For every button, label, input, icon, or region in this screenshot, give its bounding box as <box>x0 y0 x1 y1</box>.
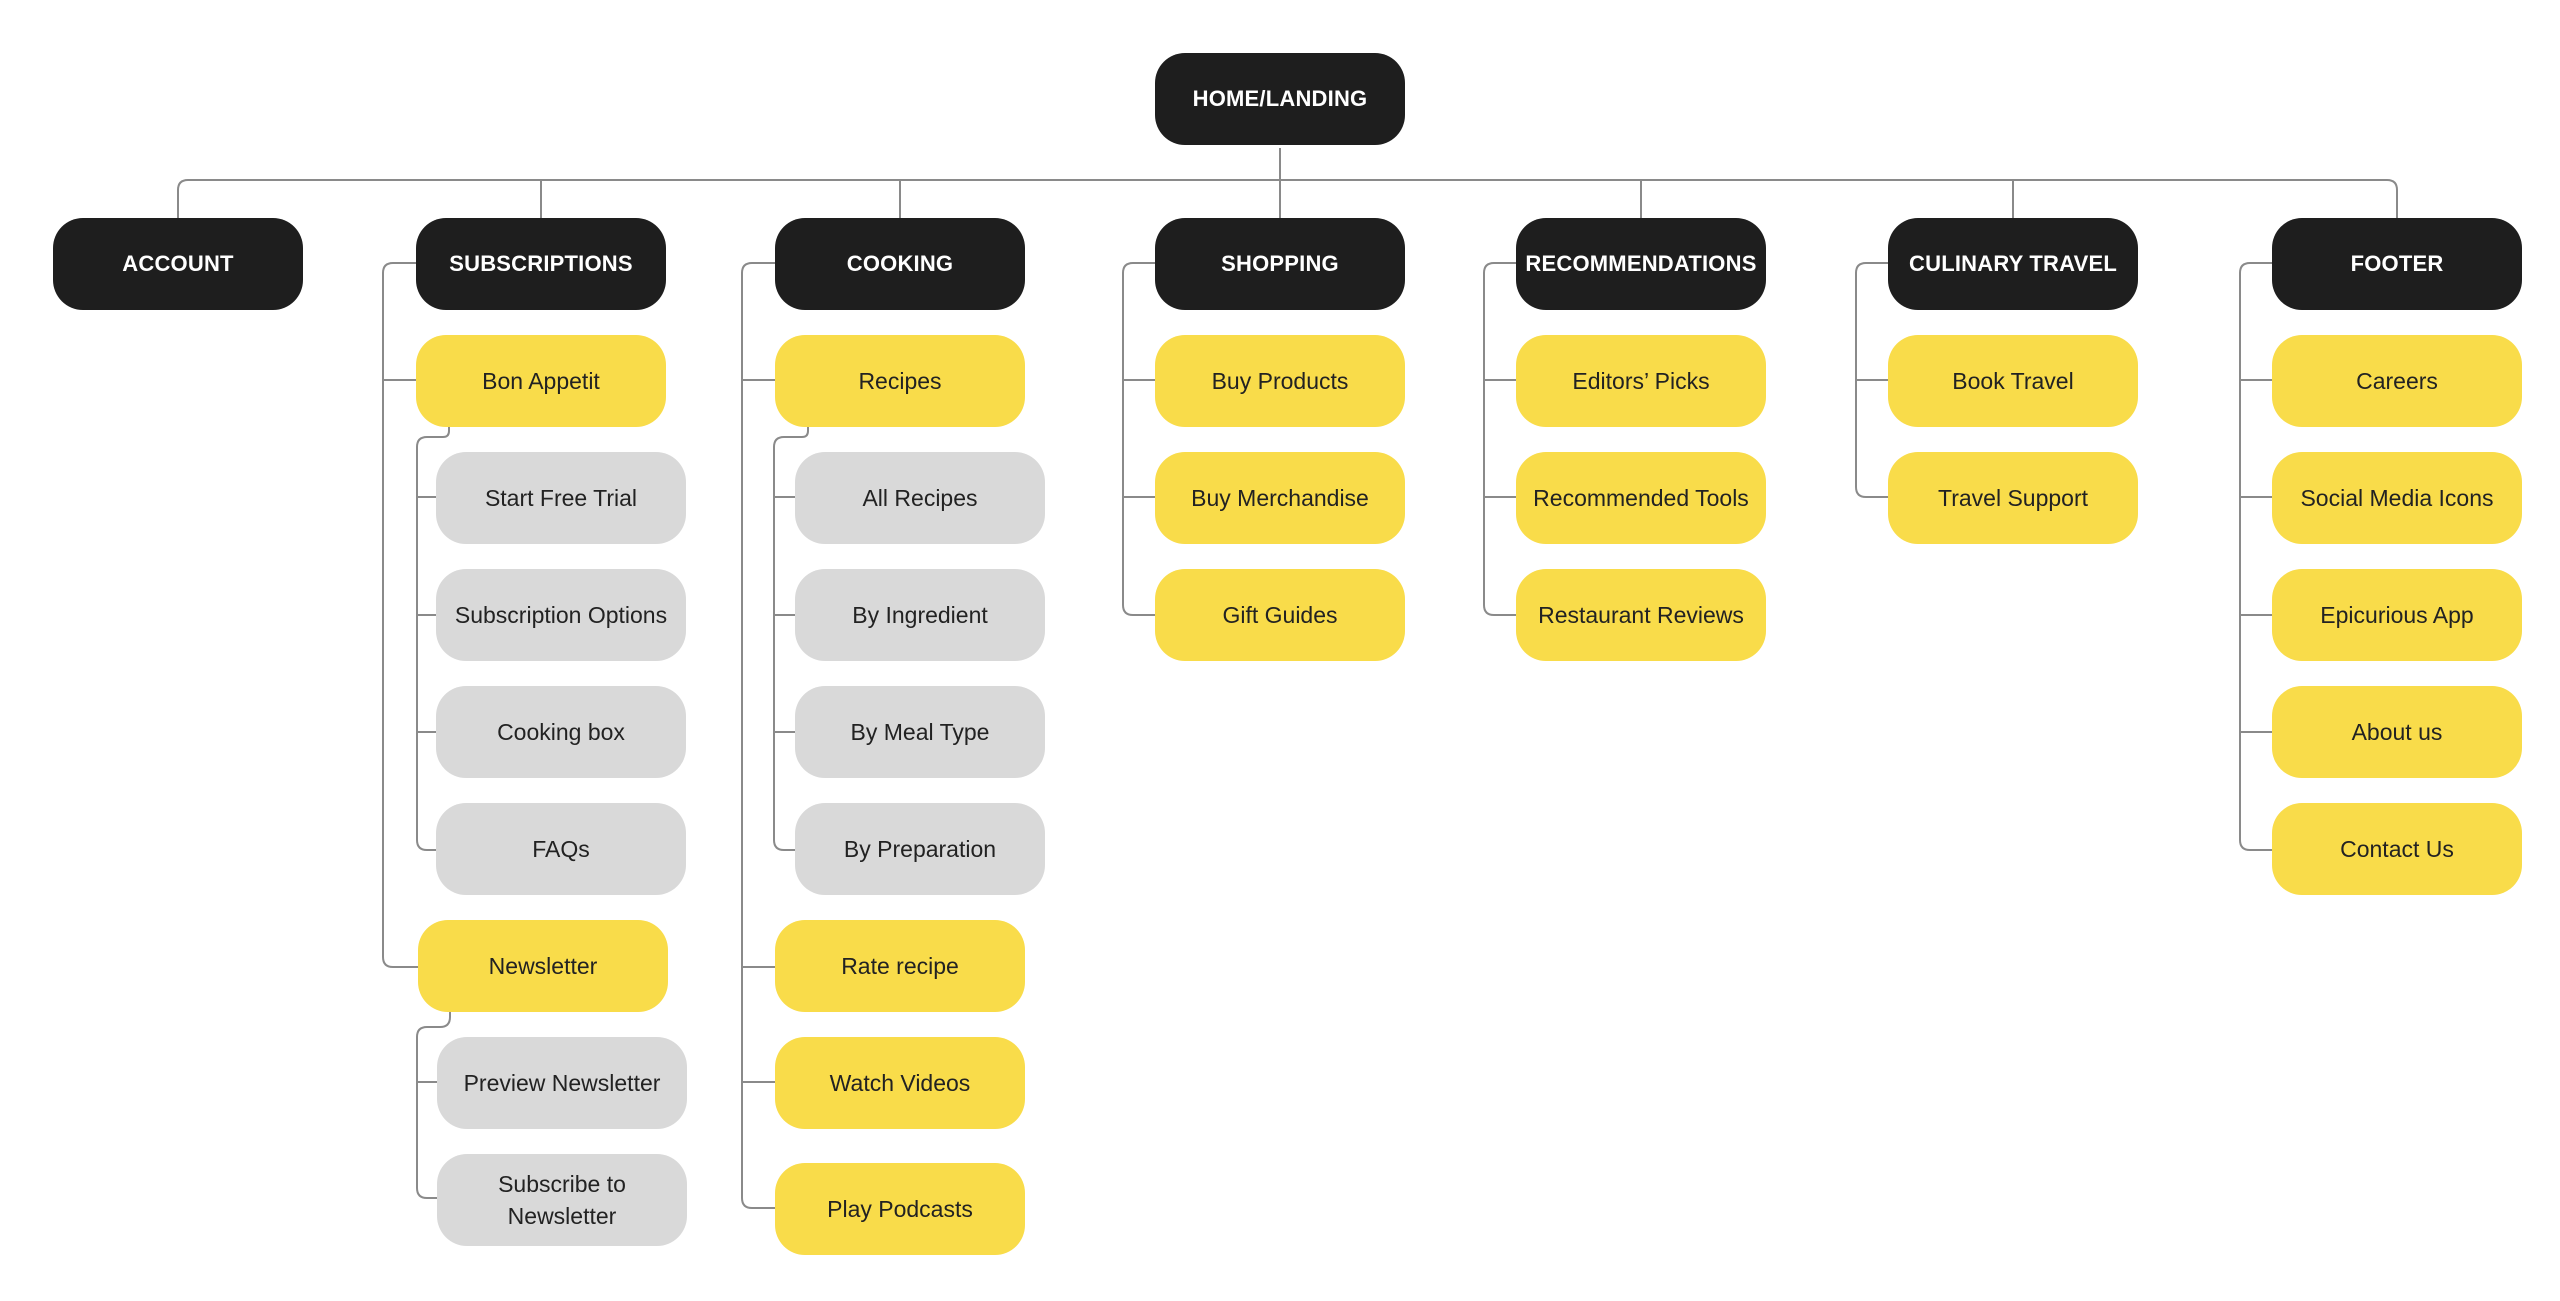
recommendations-node[interactable]: RECOMMENDATIONS <box>1516 218 1766 310</box>
social-media-icons-node[interactable]: Social Media Icons <box>2272 452 2522 544</box>
restaurant-reviews-node[interactable]: Restaurant Reviews <box>1516 569 1766 661</box>
book-travel-node[interactable]: Book Travel <box>1888 335 2138 427</box>
bon-appetit-node[interactable]: Bon Appetit <box>416 335 666 427</box>
cooking-node[interactable]: COOKING <box>775 218 1025 310</box>
recipes-node[interactable]: Recipes <box>775 335 1025 427</box>
cooking-box-node[interactable]: Cooking box <box>436 686 686 778</box>
recommended-tools-node[interactable]: Recommended Tools <box>1516 452 1766 544</box>
all-recipes-node[interactable]: All Recipes <box>795 452 1045 544</box>
culinary-travel-node[interactable]: CULINARY TRAVEL <box>1888 218 2138 310</box>
rate-recipe-node[interactable]: Rate recipe <box>775 920 1025 1012</box>
newsletter-node[interactable]: Newsletter <box>418 920 668 1012</box>
by-meal-type-node[interactable]: By Meal Type <box>795 686 1045 778</box>
account-node[interactable]: ACCOUNT <box>53 218 303 310</box>
footer-node[interactable]: FOOTER <box>2272 218 2522 310</box>
subscriptions-node[interactable]: SUBSCRIPTIONS <box>416 218 666 310</box>
editors-picks-node[interactable]: Editors’ Picks <box>1516 335 1766 427</box>
travel-support-node[interactable]: Travel Support <box>1888 452 2138 544</box>
play-podcasts-node[interactable]: Play Podcasts <box>775 1163 1025 1255</box>
preview-newsletter-node[interactable]: Preview Newsletter <box>437 1037 687 1129</box>
subscription-options-node[interactable]: Subscription Options <box>436 569 686 661</box>
by-ingredient-node[interactable]: By Ingredient <box>795 569 1045 661</box>
watch-videos-node[interactable]: Watch Videos <box>775 1037 1025 1129</box>
careers-node[interactable]: Careers <box>2272 335 2522 427</box>
faqs-node[interactable]: FAQs <box>436 803 686 895</box>
contact-us-node[interactable]: Contact Us <box>2272 803 2522 895</box>
buy-merchandise-node[interactable]: Buy Merchandise <box>1155 452 1405 544</box>
start-free-trial-node[interactable]: Start Free Trial <box>436 452 686 544</box>
by-preparation-node[interactable]: By Preparation <box>795 803 1045 895</box>
subscribe-newsletter-node[interactable]: Subscribe to Newsletter <box>437 1154 687 1246</box>
home-landing-node[interactable]: HOME/LANDING <box>1155 53 1405 145</box>
gift-guides-node[interactable]: Gift Guides <box>1155 569 1405 661</box>
shopping-node[interactable]: SHOPPING <box>1155 218 1405 310</box>
epicurious-app-node[interactable]: Epicurious App <box>2272 569 2522 661</box>
about-us-node[interactable]: About us <box>2272 686 2522 778</box>
buy-products-node[interactable]: Buy Products <box>1155 335 1405 427</box>
